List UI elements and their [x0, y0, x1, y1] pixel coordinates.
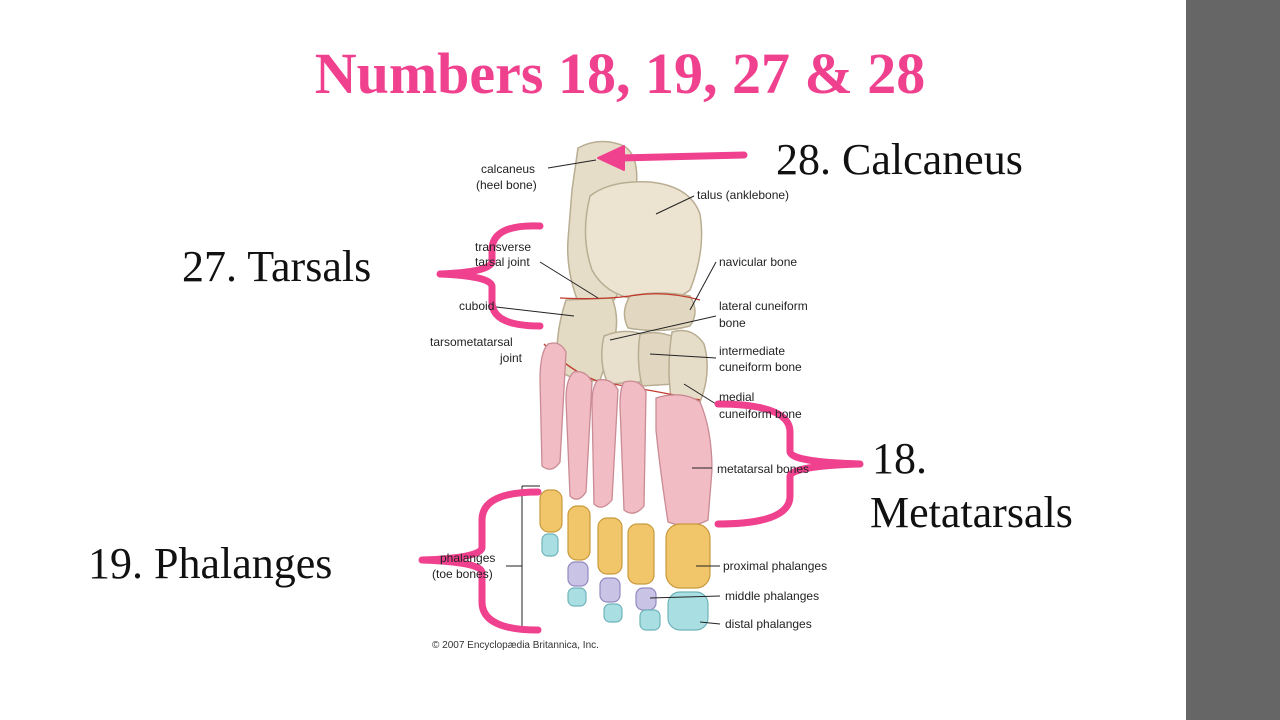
proximal-phalanx-3	[597, 517, 623, 575]
label-navicular: navicular bone	[719, 255, 798, 269]
proximal-phalanx-5	[539, 489, 563, 533]
label-cuboid: cuboid	[459, 299, 495, 313]
label-intermediate-cuneiform-2: cuneiform bone	[719, 360, 802, 374]
metatarsal-2	[619, 380, 647, 514]
label-lateral-cuneiform-2: bone	[719, 316, 746, 330]
side-bar	[1186, 0, 1280, 720]
leader-lateral-cuneiform	[609, 315, 717, 341]
middle-phalanx-3	[599, 577, 621, 603]
metatarsal-1	[655, 394, 713, 527]
leader-lines	[487, 159, 721, 633]
distal-phalanx-2	[639, 609, 661, 631]
label-phalanges-1: phalanges	[440, 551, 496, 565]
label-transverse-2: tarsal joint	[475, 255, 530, 269]
label-medial-cuneiform-1: medial	[719, 390, 755, 404]
distal-phalanx-5	[541, 533, 559, 557]
label-phalanges-2: (toe bones)	[432, 567, 493, 581]
proximal-phalanges	[539, 489, 711, 589]
metatarsals-brace	[714, 400, 864, 528]
transverse-tarsal-joint-line	[559, 293, 701, 301]
callout-marks	[418, 145, 864, 634]
label-lateral-cuneiform-1: lateral cuneiform	[719, 299, 808, 313]
middle-phalanx-2	[635, 587, 657, 611]
calcaneus-arrow-head	[597, 145, 625, 171]
callout-tarsals: 27. Tarsals	[182, 242, 372, 291]
tarsals-brace	[436, 222, 544, 330]
metatarsal-4	[565, 371, 593, 500]
label-intermediate-cuneiform-1: intermediate	[719, 344, 786, 358]
label-metatarsal: metatarsal bones	[717, 462, 810, 476]
metatarsal-3	[591, 379, 619, 508]
proximal-phalanx-4	[567, 505, 591, 561]
middle-phalanges	[567, 561, 657, 611]
slide-title: Numbers 18, 19, 27 & 28	[314, 41, 926, 106]
label-medial-cuneiform-2: cuneiform bone	[719, 407, 802, 421]
callout-calcaneus: 28. Calcaneus	[776, 135, 1023, 184]
label-calcaneus-2: (heel bone)	[476, 178, 537, 192]
callout-metatarsals-number: 18.	[872, 434, 927, 483]
copyright-notice: © 2007 Encyclopædia Britannica, Inc.	[432, 640, 599, 651]
label-tarsometatarsal-2: joint	[500, 351, 523, 365]
medial-cuneiform-bone	[668, 329, 708, 405]
leader-calcaneus	[547, 159, 597, 169]
label-talus: talus (anklebone)	[697, 188, 790, 202]
label-middle: middle phalanges	[725, 589, 820, 603]
foot-diagram	[418, 140, 864, 634]
proximal-phalanx-2	[627, 523, 655, 585]
distal-phalanx-4	[567, 587, 587, 607]
metatarsal-bones	[539, 342, 713, 527]
label-proximal: proximal phalanges	[723, 559, 828, 573]
tarsal-bones	[543, 140, 708, 405]
navicular-bone	[623, 292, 696, 332]
proximal-phalanx-1	[665, 523, 711, 589]
leader-medial-cuneiform	[683, 383, 717, 405]
label-distal: distal phalanges	[725, 617, 812, 631]
distal-phalanx-3	[603, 603, 623, 623]
talus-bone	[584, 181, 703, 302]
distal-phalanges	[541, 533, 709, 631]
leader-navicular	[689, 261, 717, 311]
calcaneus-arrow-shaft	[614, 151, 748, 162]
distal-phalanx-1	[667, 591, 709, 631]
leader-middle	[649, 595, 721, 599]
label-transverse-1: transverse	[475, 240, 532, 254]
leader-intermediate-cuneiform	[649, 353, 717, 359]
middle-phalanx-4	[567, 561, 589, 587]
callout-phalanges: 19. Phalanges	[88, 539, 333, 588]
callout-metatarsals-name: Metatarsals	[870, 488, 1073, 537]
label-tarsometatarsal-1: tarsometatarsal	[430, 335, 513, 349]
metatarsal-5	[539, 342, 567, 470]
label-calcaneus-1: calcaneus	[481, 162, 536, 176]
phalanges-brace	[418, 488, 542, 634]
leader-talus	[655, 195, 695, 215]
leader-distal	[699, 621, 721, 625]
leader-transverse	[539, 261, 599, 299]
leader-cuboid	[487, 305, 575, 317]
